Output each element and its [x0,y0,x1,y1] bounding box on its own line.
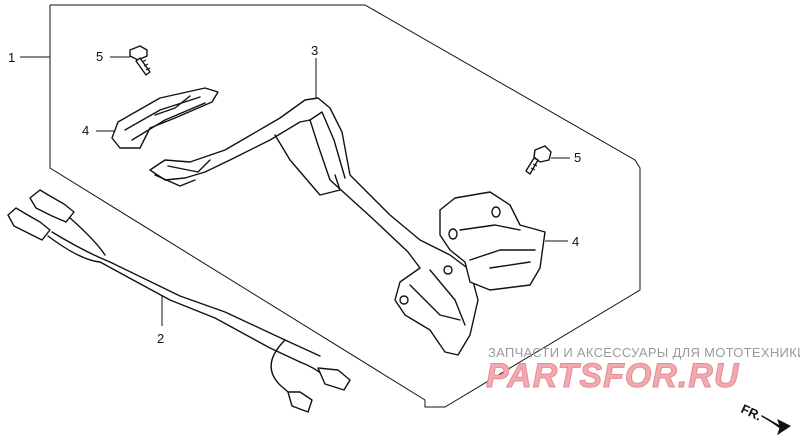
cover-right [439,191,546,291]
bolt-upper [129,45,151,76]
bolt-right [525,145,552,175]
watermark-logo: PARTSFOR.RU [485,357,740,396]
callout-5a: 5 [96,49,103,64]
callout-2: 2 [157,331,164,346]
watermark-subtitle: ЗАПЧАСТИ И АКСЕССУАРЫ ДЛЯ МОТОТЕХНИКИ [488,345,800,360]
callout-5b: 5 [574,150,581,165]
callout-4a: 4 [82,123,89,138]
cover-left [111,87,219,149]
front-direction-arrow: FR. [739,401,791,436]
stay-frame [149,97,479,356]
svg-text:FR.: FR. [739,401,764,423]
callout-3: 3 [311,43,318,58]
callout-4b: 4 [572,234,579,249]
callout-1: 1 [8,50,15,65]
wire-harness [7,189,351,413]
assembly-boundary [49,4,641,408]
